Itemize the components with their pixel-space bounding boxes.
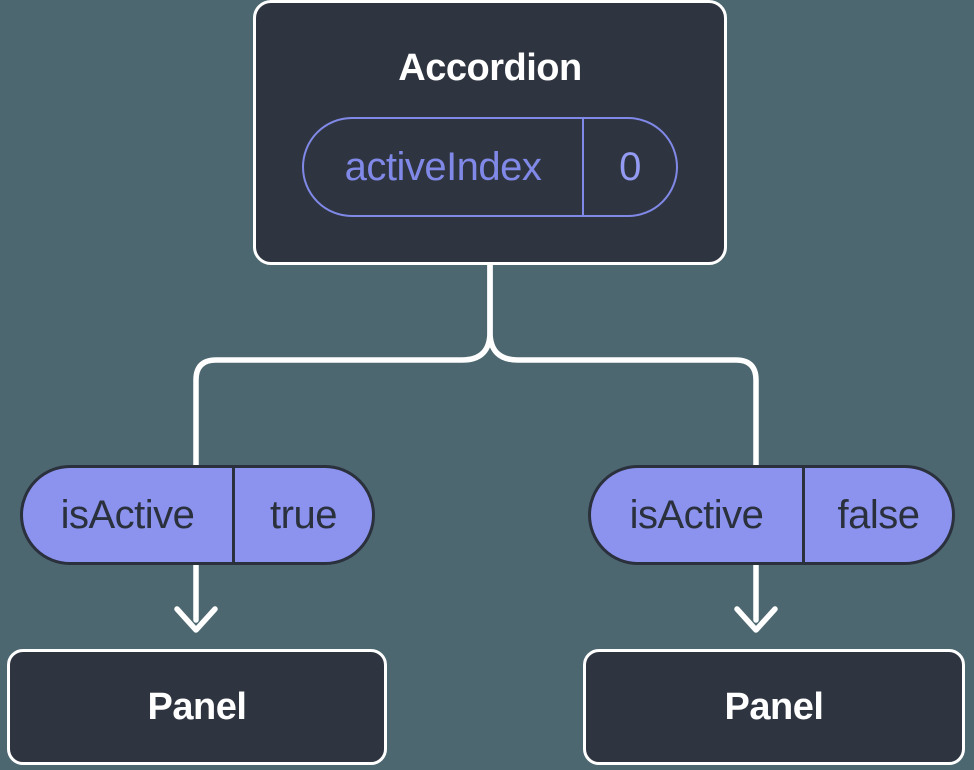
accordion-node: Accordion activeIndex 0 [253, 0, 727, 265]
state-label: activeIndex [344, 144, 542, 189]
arrow-right-head-icon [734, 606, 778, 633]
arrow-left-head-icon [174, 606, 218, 633]
state-pill: activeIndex 0 [302, 117, 678, 217]
accordion-title: Accordion [398, 47, 582, 89]
panel-right: Panel [583, 649, 965, 765]
panel-left: Panel [7, 649, 387, 765]
prop-pill-right: isActive false [588, 465, 955, 565]
connector-right-branch [487, 262, 759, 470]
state-value: 0 [582, 119, 676, 215]
prop-label: isActive [60, 492, 195, 537]
connector-left-branch [193, 262, 493, 470]
panel-title: Panel [147, 685, 247, 728]
prop-value: false [802, 468, 952, 562]
prop-pill-left: isActive true [20, 465, 375, 565]
prop-value: true [232, 468, 372, 562]
prop-label: isActive [629, 492, 764, 537]
panel-title: Panel [724, 685, 824, 728]
